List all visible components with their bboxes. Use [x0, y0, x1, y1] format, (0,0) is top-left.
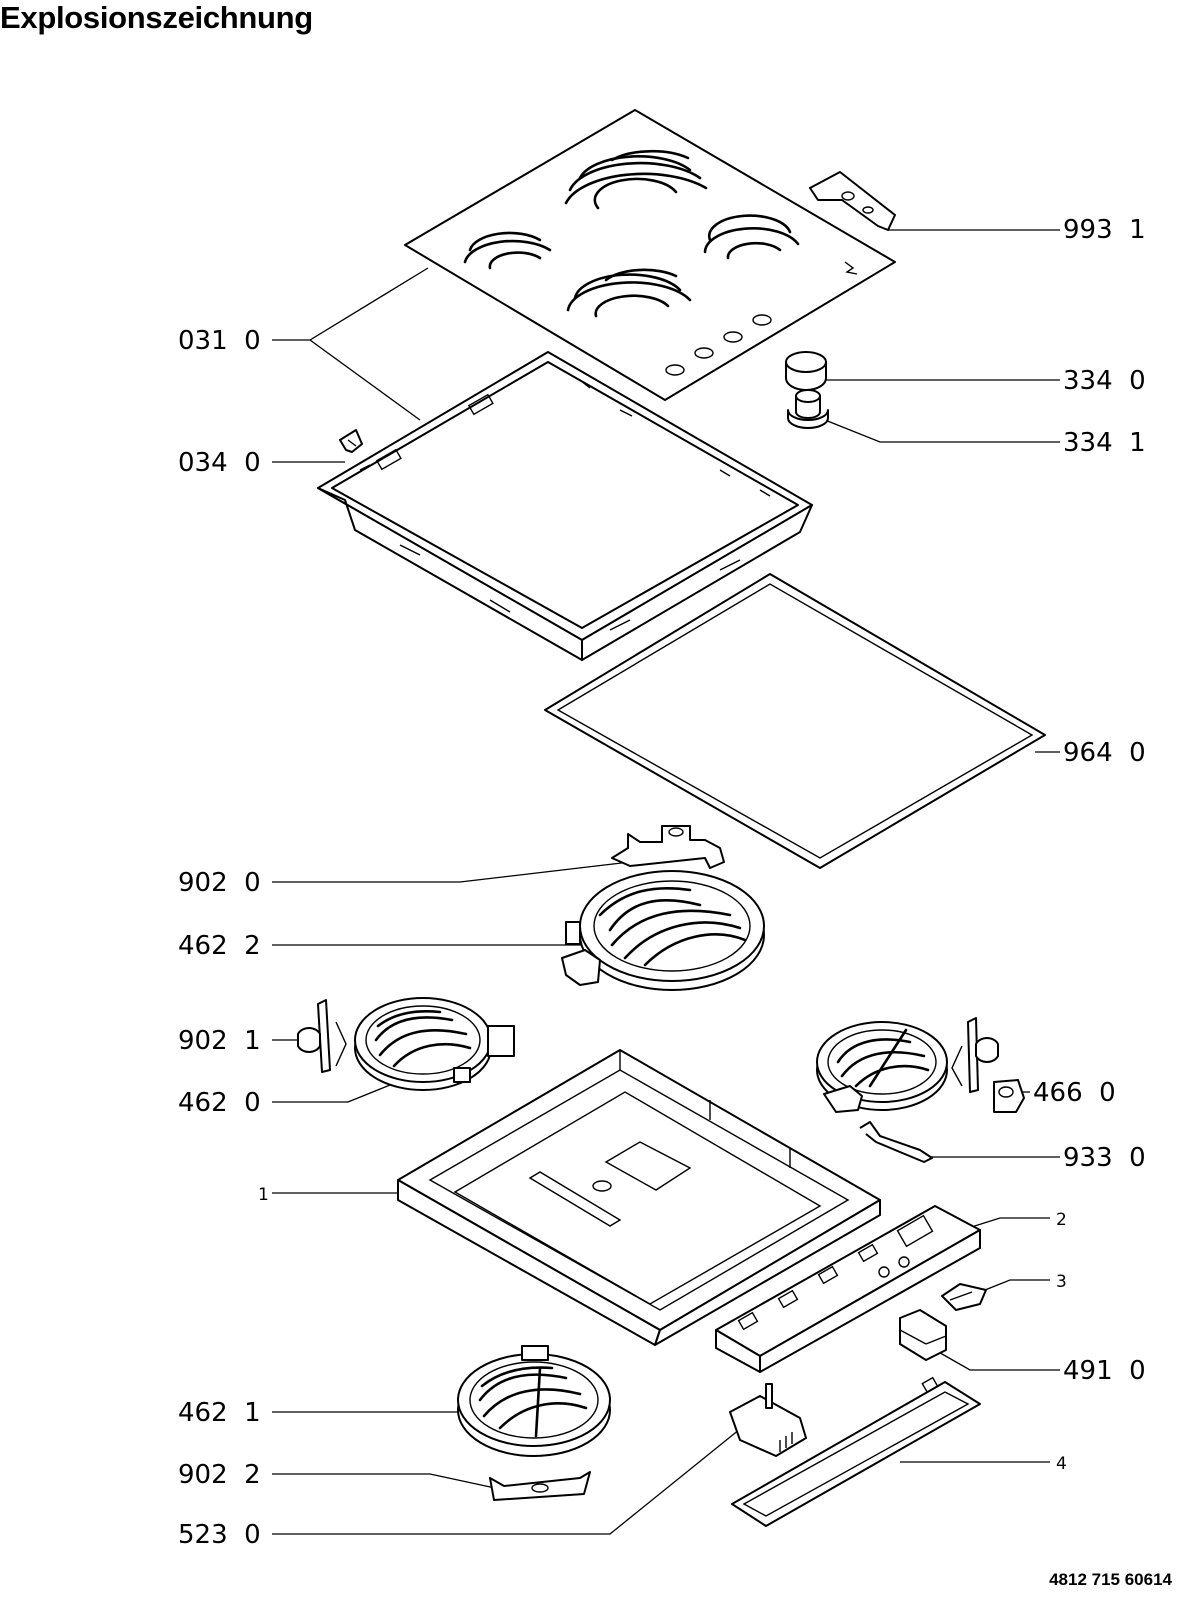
- cover-strip-4: [731, 1376, 981, 1527]
- heater-bracket-902-2: [489, 1471, 591, 1501]
- heater-bracket-902-1: [297, 999, 347, 1073]
- connection-wire-933: [859, 1121, 933, 1163]
- label-466-0: 466 0: [1033, 1078, 1116, 1108]
- label-462-2: 462 2: [178, 931, 261, 961]
- connector-piece-3: [941, 1283, 987, 1311]
- part-labels: 993 1 031 0 334 0 334 1 034 0 964 0 902 …: [178, 215, 1146, 1550]
- hob-frame: [317, 351, 813, 661]
- label-462-1: 462 1: [178, 1398, 261, 1428]
- control-knob: [785, 351, 827, 391]
- label-4: 4: [1056, 1454, 1067, 1474]
- label-1: 1: [258, 1185, 269, 1205]
- document-number: 4812 715 60614: [1049, 1570, 1172, 1589]
- leader-lines: [272, 229, 1060, 1535]
- label-902-1: 902 1: [178, 1026, 261, 1056]
- limiter-switch-466: [993, 1079, 1025, 1113]
- label-902-2: 902 2: [178, 1460, 261, 1490]
- label-462-0: 462 0: [178, 1088, 261, 1118]
- label-491-0: 491 0: [1063, 1356, 1146, 1386]
- label-031-0: 031 0: [178, 326, 261, 356]
- label-2: 2: [1056, 1210, 1067, 1230]
- energy-regulator-523: [729, 1383, 807, 1457]
- page-title: Explosionszeichnung: [0, 0, 313, 35]
- label-964-0: 964 0: [1063, 738, 1146, 768]
- module-491: [899, 1309, 947, 1361]
- radiant-heater-462-2: [561, 870, 765, 991]
- knob-base: [787, 389, 829, 429]
- mounting-bracket-993: [809, 171, 896, 231]
- label-902-0: 902 0: [178, 868, 261, 898]
- glass-ceramic-top: [404, 109, 896, 401]
- heater-bracket-902-0: [611, 825, 725, 869]
- label-334-1: 334 1: [1063, 428, 1146, 458]
- label-933-0: 933 0: [1063, 1143, 1146, 1173]
- label-523-0: 523 0: [178, 1520, 261, 1550]
- label-334-0: 334 0: [1063, 366, 1146, 396]
- label-3: 3: [1056, 1272, 1067, 1292]
- bottom-tray: [397, 1049, 881, 1346]
- label-993-1: 993 1: [1063, 215, 1146, 245]
- gasket-seal: [544, 573, 1046, 869]
- radiant-heater-462-0: [354, 997, 515, 1091]
- terminal-block-2: [715, 1205, 981, 1373]
- radiant-heater-right: [816, 1017, 999, 1113]
- frame-clip: [339, 429, 363, 453]
- label-034-0: 034 0: [178, 448, 261, 478]
- radiant-heater-462-1: [457, 1345, 611, 1457]
